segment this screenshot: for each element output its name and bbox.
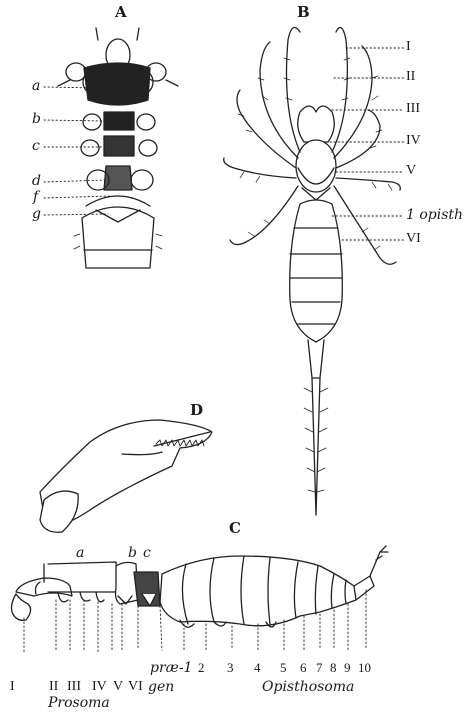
panel-a-label-a: a <box>32 79 40 93</box>
panel-a-drawing <box>44 28 178 268</box>
panel-b-label-5: V <box>406 164 416 178</box>
panel-b-label-1: I <box>406 40 411 54</box>
panel-a-leader-lines <box>44 87 110 215</box>
panel-c-seg-4: 4 <box>254 661 261 674</box>
panel-a-label-d: d <box>32 174 41 188</box>
panel-b-label-2: II <box>406 70 415 84</box>
panel-c-roman-6: VI <box>128 680 143 694</box>
panel-c-label-a: a <box>76 546 84 560</box>
panel-c-roman-1: I <box>10 680 15 694</box>
panel-d-drawing <box>40 420 212 532</box>
panel-label-a: A <box>115 5 127 20</box>
panel-a-label-b: b <box>32 112 41 126</box>
panel-c-roman-4: IV <box>92 680 107 694</box>
panel-b-label-4: IV <box>406 134 421 148</box>
panel-c-drawing <box>12 546 389 652</box>
panel-b-label-3: III <box>406 102 420 116</box>
panel-c-seg-10: 10 <box>358 661 371 674</box>
panel-c-seg-7: 7 <box>316 661 323 674</box>
panel-c-prae-label: præ-1 <box>150 661 192 675</box>
panel-c-gen-label: gen <box>148 680 174 694</box>
panel-c-seg-6: 6 <box>300 661 307 674</box>
panel-c-roman-3: III <box>67 680 81 694</box>
panel-b-label-opisth: 1 opisth <box>406 208 463 222</box>
panel-c-roman-5: V <box>113 680 123 694</box>
panel-label-b: B <box>297 5 310 20</box>
panel-b-leader-lines <box>330 48 404 240</box>
panel-c-seg-9: 9 <box>344 661 351 674</box>
panel-b-drawing <box>224 28 404 516</box>
panel-c-seg-3: 3 <box>227 661 234 674</box>
opisthosoma-label: Opisthosoma <box>262 680 354 694</box>
panel-a-label-c: c <box>32 139 40 153</box>
prosoma-label: Prosoma <box>48 696 110 710</box>
panel-c-seg-2: 2 <box>198 661 205 674</box>
panel-b-label-6: VI <box>406 232 421 246</box>
panel-label-c: C <box>229 521 241 536</box>
panel-b-tail-bristles <box>304 388 328 492</box>
panel-a-label-g: g <box>32 207 41 221</box>
panel-c-seg-5: 5 <box>280 661 287 674</box>
panel-a-label-f: f <box>33 190 38 204</box>
panel-c-roman-2: II <box>49 680 58 694</box>
panel-c-label-c: c <box>143 546 151 560</box>
panel-c-label-b: b <box>128 546 137 560</box>
panel-label-d: D <box>190 403 203 418</box>
panel-c-seg-8: 8 <box>330 661 337 674</box>
